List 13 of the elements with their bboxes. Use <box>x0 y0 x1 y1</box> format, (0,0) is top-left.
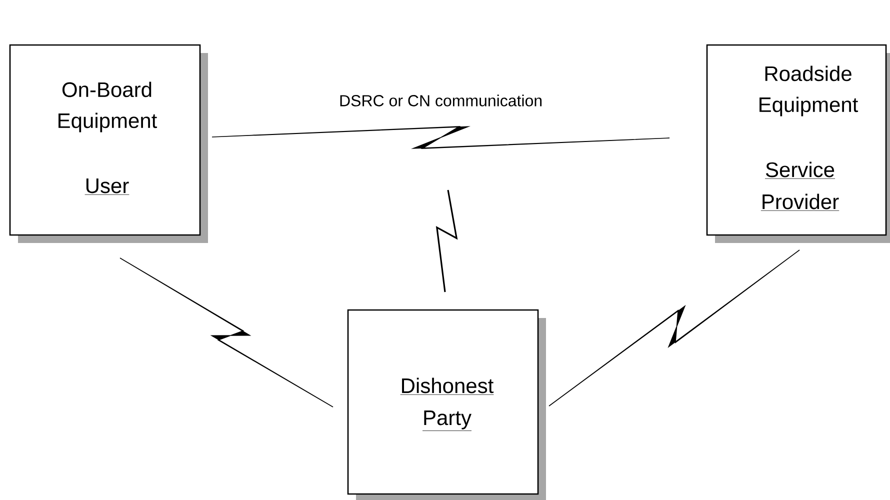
edge-label: DSRC or CN communication <box>340 94 542 106</box>
box-title: Roadside Equipment <box>760 66 858 116</box>
party-box <box>9 44 201 236</box>
role-name: Service Provider <box>760 162 840 211</box>
box-title: On-Board Equipment <box>58 82 158 132</box>
party-box <box>347 309 539 495</box>
lightning-bolt <box>120 258 334 408</box>
party-box <box>706 44 887 236</box>
lightning-bolt <box>212 126 670 149</box>
lightning-bolt <box>436 190 458 292</box>
role-name: Dishonest Party <box>400 378 494 431</box>
role-name: User <box>84 178 130 195</box>
lightning-bolt <box>548 250 800 406</box>
